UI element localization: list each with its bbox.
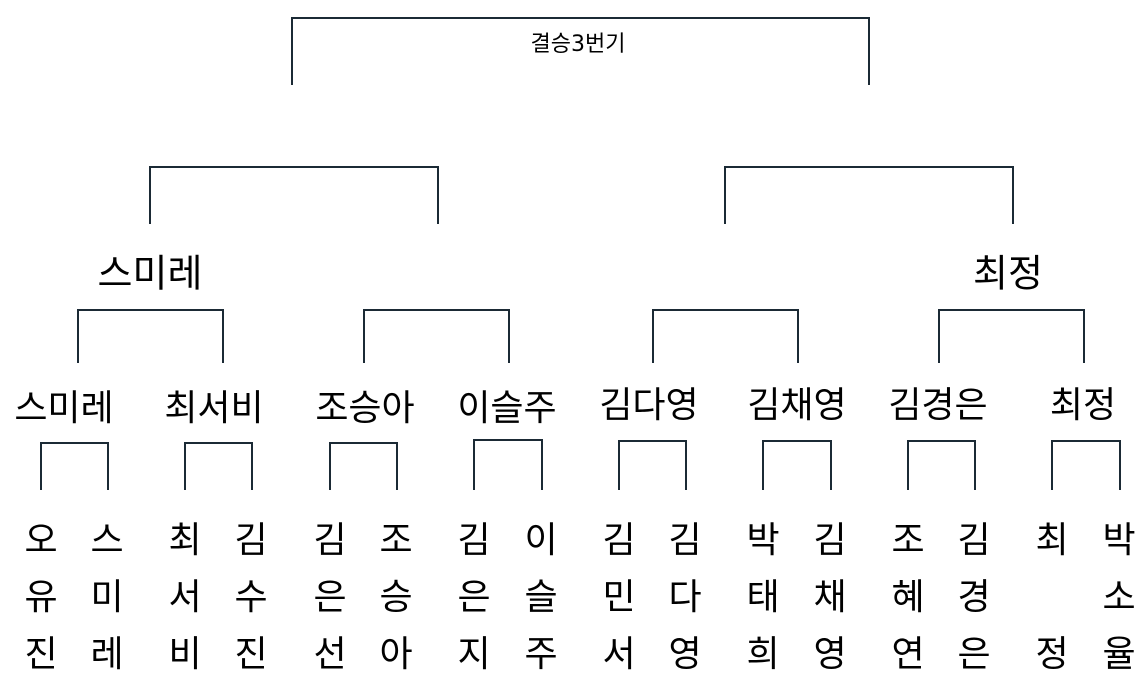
quarterfinal-player: 최정	[1049, 385, 1117, 426]
quarterfinal-player: 스미레	[14, 388, 114, 429]
semifinal-winner-left: 스미레	[97, 251, 203, 296]
first-round-bracket	[618, 440, 687, 490]
player-name-char: 정	[1035, 634, 1069, 675]
final-label: 결승3번기	[530, 32, 626, 57]
quarterfinal-bracket	[652, 309, 799, 363]
player-name-char: 최	[168, 520, 202, 561]
semifinal-winner-right: 최정	[973, 251, 1043, 296]
player-name-char: 영	[813, 634, 847, 675]
player-name-char: 소	[1102, 577, 1136, 618]
player-name-char: 스	[90, 520, 124, 561]
player-name-char: 아	[379, 634, 413, 675]
quarterfinal-player: 이슬주	[457, 388, 557, 429]
player-name-char: 김	[668, 520, 702, 561]
player-name-char: 다	[668, 577, 702, 618]
quarterfinal-bracket	[363, 309, 510, 363]
player-name-char: 승	[379, 577, 413, 618]
player-name-char: 김	[602, 520, 636, 561]
first-round-bracket	[907, 440, 976, 490]
player-name-char: 민	[602, 577, 636, 618]
player-name-char: 이	[524, 520, 558, 561]
player-name-char: 김	[957, 520, 991, 561]
player-name-char: 주	[524, 634, 558, 675]
quarterfinal-player: 김경은	[888, 385, 988, 426]
player-name-char: 김	[457, 520, 491, 561]
player-name-char: 영	[668, 634, 702, 675]
first-round-bracket	[40, 442, 109, 490]
player-name-char: 지	[457, 634, 491, 675]
quarterfinal-player: 김채영	[747, 385, 847, 426]
player-name-char: 경	[957, 577, 991, 618]
player-name-char: 은	[957, 634, 991, 675]
semifinal-bracket-right	[724, 166, 1014, 224]
player-name-char: 오	[24, 520, 58, 561]
player-name-char: 박	[746, 520, 780, 561]
first-round-bracket	[1051, 440, 1121, 490]
player-name-char: 김	[234, 520, 268, 561]
quarterfinal-bracket	[938, 309, 1085, 363]
player-name-char: 은	[457, 577, 491, 618]
first-round-bracket	[762, 440, 832, 490]
player-name-char: 채	[813, 577, 847, 618]
player-name-char: 율	[1102, 634, 1136, 675]
player-name-char: 서	[168, 577, 202, 618]
player-name-char: 혜	[891, 577, 925, 618]
player-name-char: 조	[379, 520, 413, 561]
player-name-char: 조	[891, 520, 925, 561]
final-bracket	[291, 17, 870, 85]
player-name-char: 최	[1035, 520, 1069, 561]
player-name-char: 김	[813, 520, 847, 561]
player-name-char: 레	[90, 634, 124, 675]
player-name-char: 희	[746, 634, 780, 675]
player-name-char: 김	[313, 520, 347, 561]
player-name-char: 슬	[524, 577, 558, 618]
player-name-char: 은	[313, 577, 347, 618]
player-name-char: 비	[168, 634, 202, 675]
player-name-char: 진	[234, 634, 268, 675]
player-name-char: 태	[746, 577, 780, 618]
quarterfinal-player: 최서비	[164, 388, 264, 429]
first-round-bracket	[184, 442, 253, 490]
player-name-char: 선	[313, 634, 347, 675]
quarterfinal-player: 김다영	[599, 385, 699, 426]
quarterfinal-player: 조승아	[315, 388, 415, 429]
first-round-bracket	[473, 439, 543, 490]
player-name-char: 진	[24, 634, 58, 675]
first-round-bracket	[329, 442, 398, 490]
player-name-char: 연	[891, 634, 925, 675]
player-name-char: 박	[1102, 520, 1136, 561]
quarterfinal-bracket	[77, 309, 224, 363]
semifinal-bracket-left	[149, 166, 439, 224]
player-name-char: 서	[602, 634, 636, 675]
player-name-char: 유	[24, 577, 58, 618]
player-name-char: 수	[234, 577, 268, 618]
player-name-char: 미	[90, 577, 124, 618]
